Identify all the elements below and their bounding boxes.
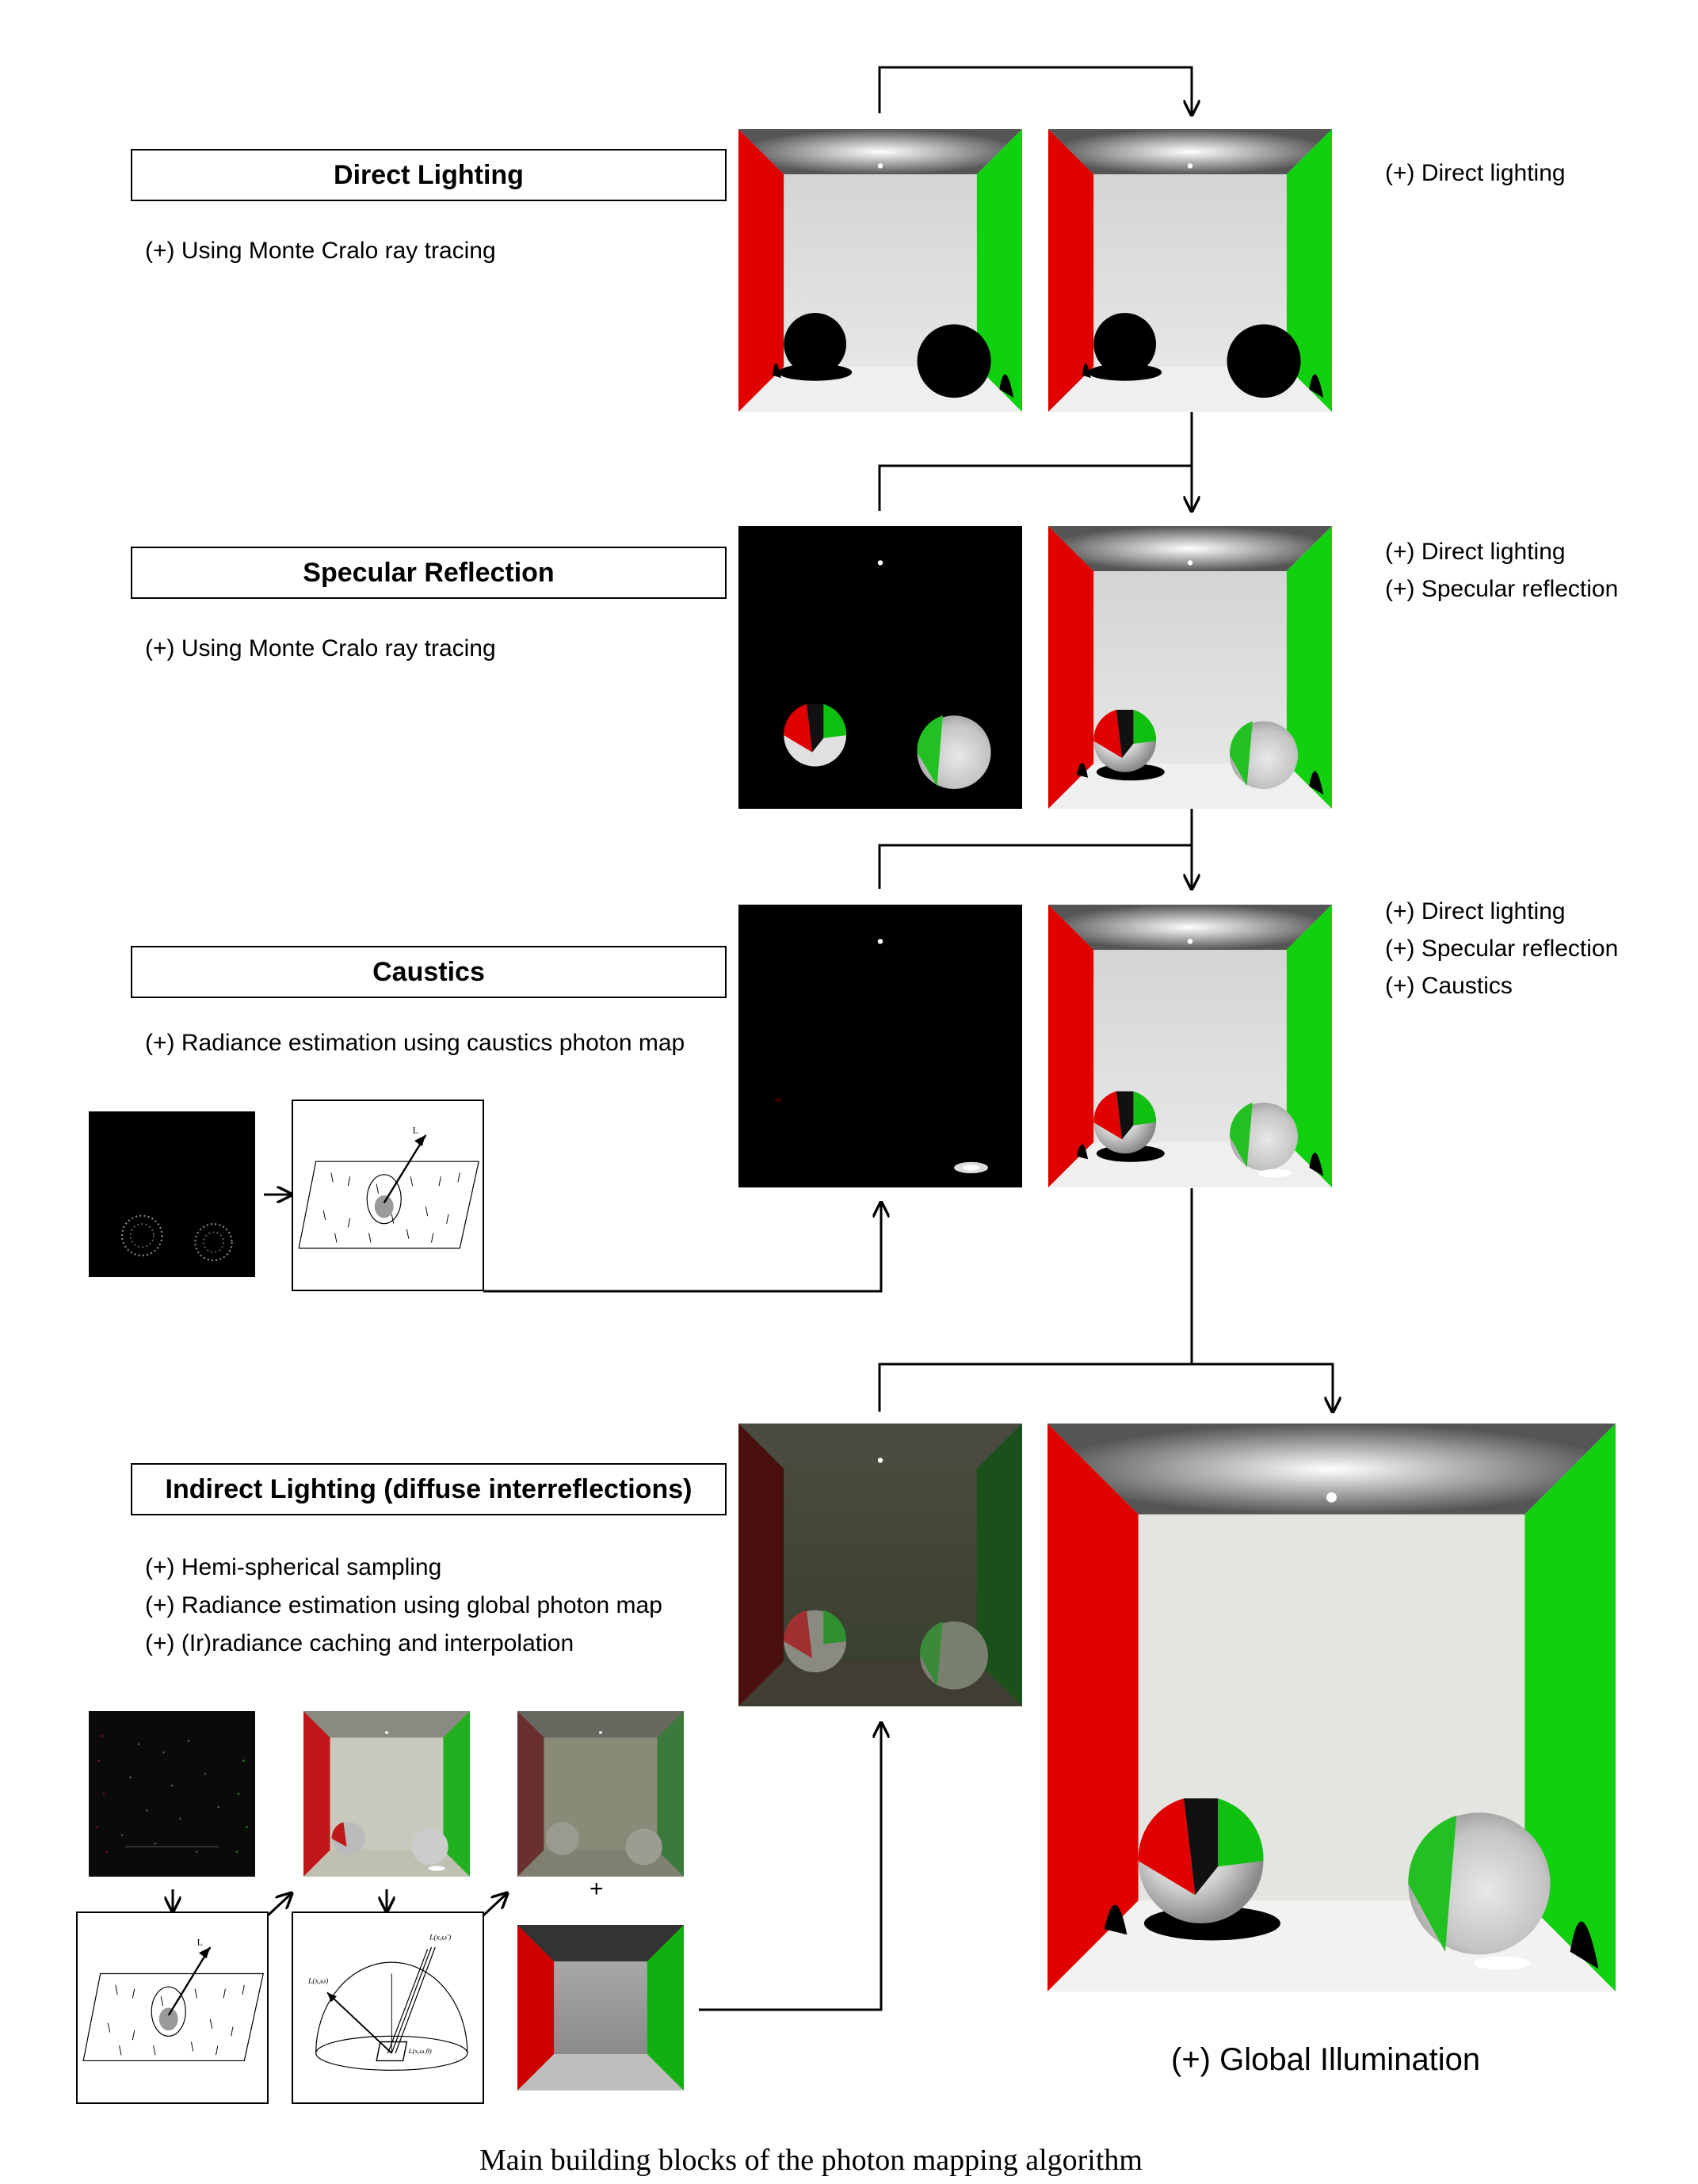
caustics-title: Caustics — [131, 946, 727, 998]
hemi-outgoing-label: L(x,ω') — [429, 1933, 451, 1942]
figure-caption: Main building blocks of the photon mappi… — [479, 2144, 1143, 2177]
light-vector-label: L — [413, 1124, 418, 1135]
radiance-estimate-thumbnail — [303, 1711, 470, 1877]
specular-reflection-note: (+) Using Monte Cralo ray tracing — [145, 635, 496, 661]
indirect-note-item: (+) Radiance estimation using global pho… — [145, 1592, 662, 1618]
irradiance-cache-thumbnail — [517, 1711, 684, 1877]
specular-reflection-side-list: (+) Direct lighting (+) Specular reflect… — [1385, 533, 1618, 608]
global-photon-map-thumbnail — [89, 1711, 255, 1877]
side-item: (+) Direct lighting — [1385, 160, 1566, 186]
render-specular-sum — [1048, 526, 1332, 809]
direct-illumination-base-thumbnail — [517, 1925, 684, 2091]
indirect-note-item: (+) (Ir)radiance caching and interpolati… — [145, 1630, 574, 1656]
side-item: (+) Caustics — [1385, 973, 1513, 999]
side-item: (+) Direct lighting — [1385, 898, 1566, 924]
hemi-point-label: L(x,ω,θ) — [408, 2047, 432, 2055]
side-item: (+) Direct lighting — [1385, 539, 1566, 565]
indirect-note-item: (+) Hemi-spherical sampling — [145, 1554, 442, 1580]
direct-lighting-side-list: (+) Direct lighting — [1385, 154, 1566, 192]
render-caustics-only — [738, 905, 1022, 1187]
specular-reflection-title: Specular Reflection — [131, 547, 727, 599]
caustics-note: (+) Radiance estimation using caustics p… — [145, 1030, 685, 1056]
caustics-radiance-estimate-diagram: L — [292, 1100, 484, 1291]
light-vector-label: L — [197, 1937, 203, 1948]
hemi-incoming-label: L(x,ω) — [307, 1976, 328, 1985]
caustics-side-list: (+) Direct lighting (+) Specular reflect… — [1385, 893, 1618, 1004]
direct-lighting-note: (+) Using Monte Cralo ray tracing — [145, 238, 496, 264]
render-caustics-sum — [1048, 905, 1332, 1187]
plus-sign: + — [590, 1876, 604, 1902]
render-direct-lighting-sum — [1048, 129, 1332, 412]
render-indirect-only — [738, 1424, 1022, 1706]
render-global-illumination — [1047, 1424, 1616, 1992]
indirect-radiance-estimate-diagram: L — [76, 1911, 269, 2104]
render-specular-only — [738, 526, 1022, 809]
global-illumination-label: (+) Global Illumination — [1171, 2042, 1481, 2077]
render-direct-lighting — [738, 129, 1022, 412]
hemispherical-sampling-diagram: L(x,ω) L(x,ω') L(x,ω,θ) — [292, 1911, 484, 2104]
side-item: (+) Specular reflection — [1385, 576, 1619, 602]
side-item: (+) Specular reflection — [1385, 936, 1619, 962]
direct-lighting-title: Direct Lighting — [131, 149, 727, 201]
indirect-lighting-title: Indirect Lighting (diffuse interreflecti… — [131, 1463, 727, 1515]
caustics-photon-map-thumbnail — [89, 1111, 255, 1277]
indirect-lighting-notes: (+) Hemi-spherical sampling (+) Radiance… — [145, 1549, 662, 1663]
